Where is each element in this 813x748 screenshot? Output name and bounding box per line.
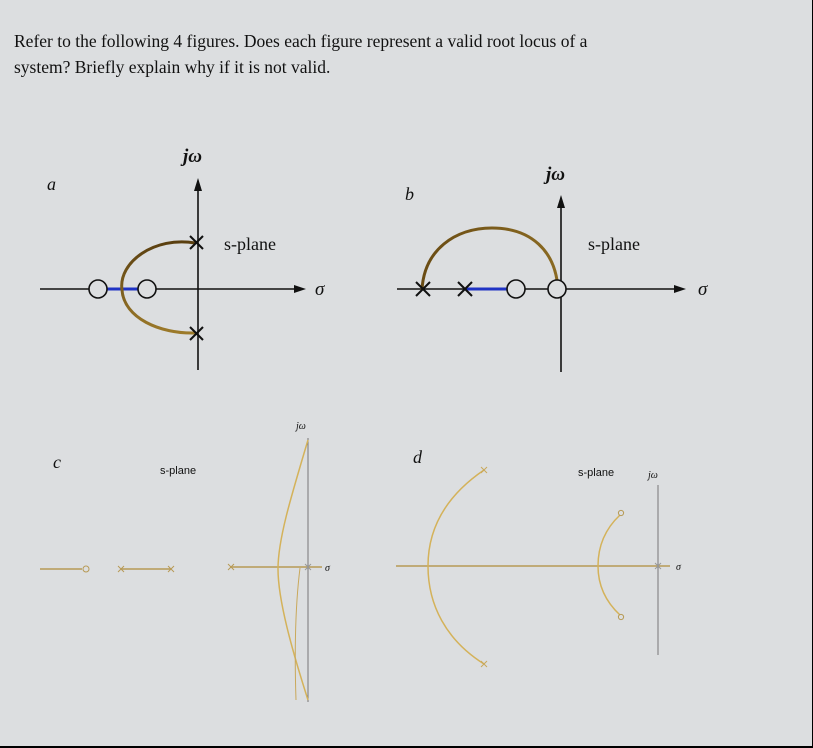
figure-b-imag-label: jω [543,164,565,185]
figure-a-real-arrow [294,285,306,293]
figure-b-plane-label: s-plane [588,234,640,254]
figure-a-pole-lower [189,326,204,341]
figure-d-pole-lower [480,660,488,668]
question-line-1: Refer to the following 4 figures. Does e… [14,31,588,51]
figure-a-letter: a [47,174,56,194]
figure-c-imag-label: jω [294,421,306,432]
figure-a: a jω σ s-plane [40,146,325,370]
figure-c-zero [82,565,90,573]
figure-a-pole-upper [189,235,204,250]
figure-a-real-label: σ [315,279,325,300]
figure-b-real-arrow [674,285,686,293]
figure-b-zero-right [547,279,567,299]
figure-b-locus-arc [420,226,560,291]
figure-b: b jω σ s-plane [397,164,708,372]
figure-d-locus-small-arc [597,514,621,616]
figure-d-real-label: σ [676,562,682,573]
figure-a-zero-left [88,279,108,299]
figure-d-plane-label: s-plane [578,467,614,479]
figure-c-letter: c [53,452,61,472]
figure-c-locus-inner [294,567,301,701]
figure-b-zero-left [506,279,526,299]
question-text: Refer to the following 4 figures. Does e… [14,28,714,80]
figure-c-pole-origin [304,563,312,571]
figure-c-plane-label: s-plane [160,465,196,477]
figure-c-locus-branch [277,439,309,701]
figure-b-real-label: σ [698,279,708,300]
figure-d-locus-large-arc [427,469,485,665]
figure-d-pole-origin [654,562,662,570]
figure-a-plane-label: s-plane [224,234,276,254]
figure-b-pole-left [415,281,431,297]
figure-d-pole-upper [480,466,488,474]
figure-a-imag-label: jω [180,146,202,167]
figure-d-zero-upper [617,509,625,517]
figure-b-imag-arrow [557,195,565,208]
figure-d-zero-lower [617,613,625,621]
figure-c-real-label: σ [325,563,331,574]
figure-a-zero-right [137,279,157,299]
figure-c: c s-plane jω σ [40,421,331,702]
figure-d-letter: d [413,447,423,467]
figure-d: d s-plane jω σ [396,447,682,668]
figure-c-pole-b [167,565,175,573]
figure-c-pole-a [117,565,125,573]
figure-d-imag-label: jω [646,470,658,481]
figure-a-locus-arc [120,240,196,335]
question-line-2: system? Briefly explain why if it is not… [14,57,331,77]
figure-a-imag-arrow [194,178,202,191]
figure-b-letter: b [405,184,414,204]
figure-b-pole-middle [457,281,473,297]
figure-c-pole-c [227,563,235,571]
